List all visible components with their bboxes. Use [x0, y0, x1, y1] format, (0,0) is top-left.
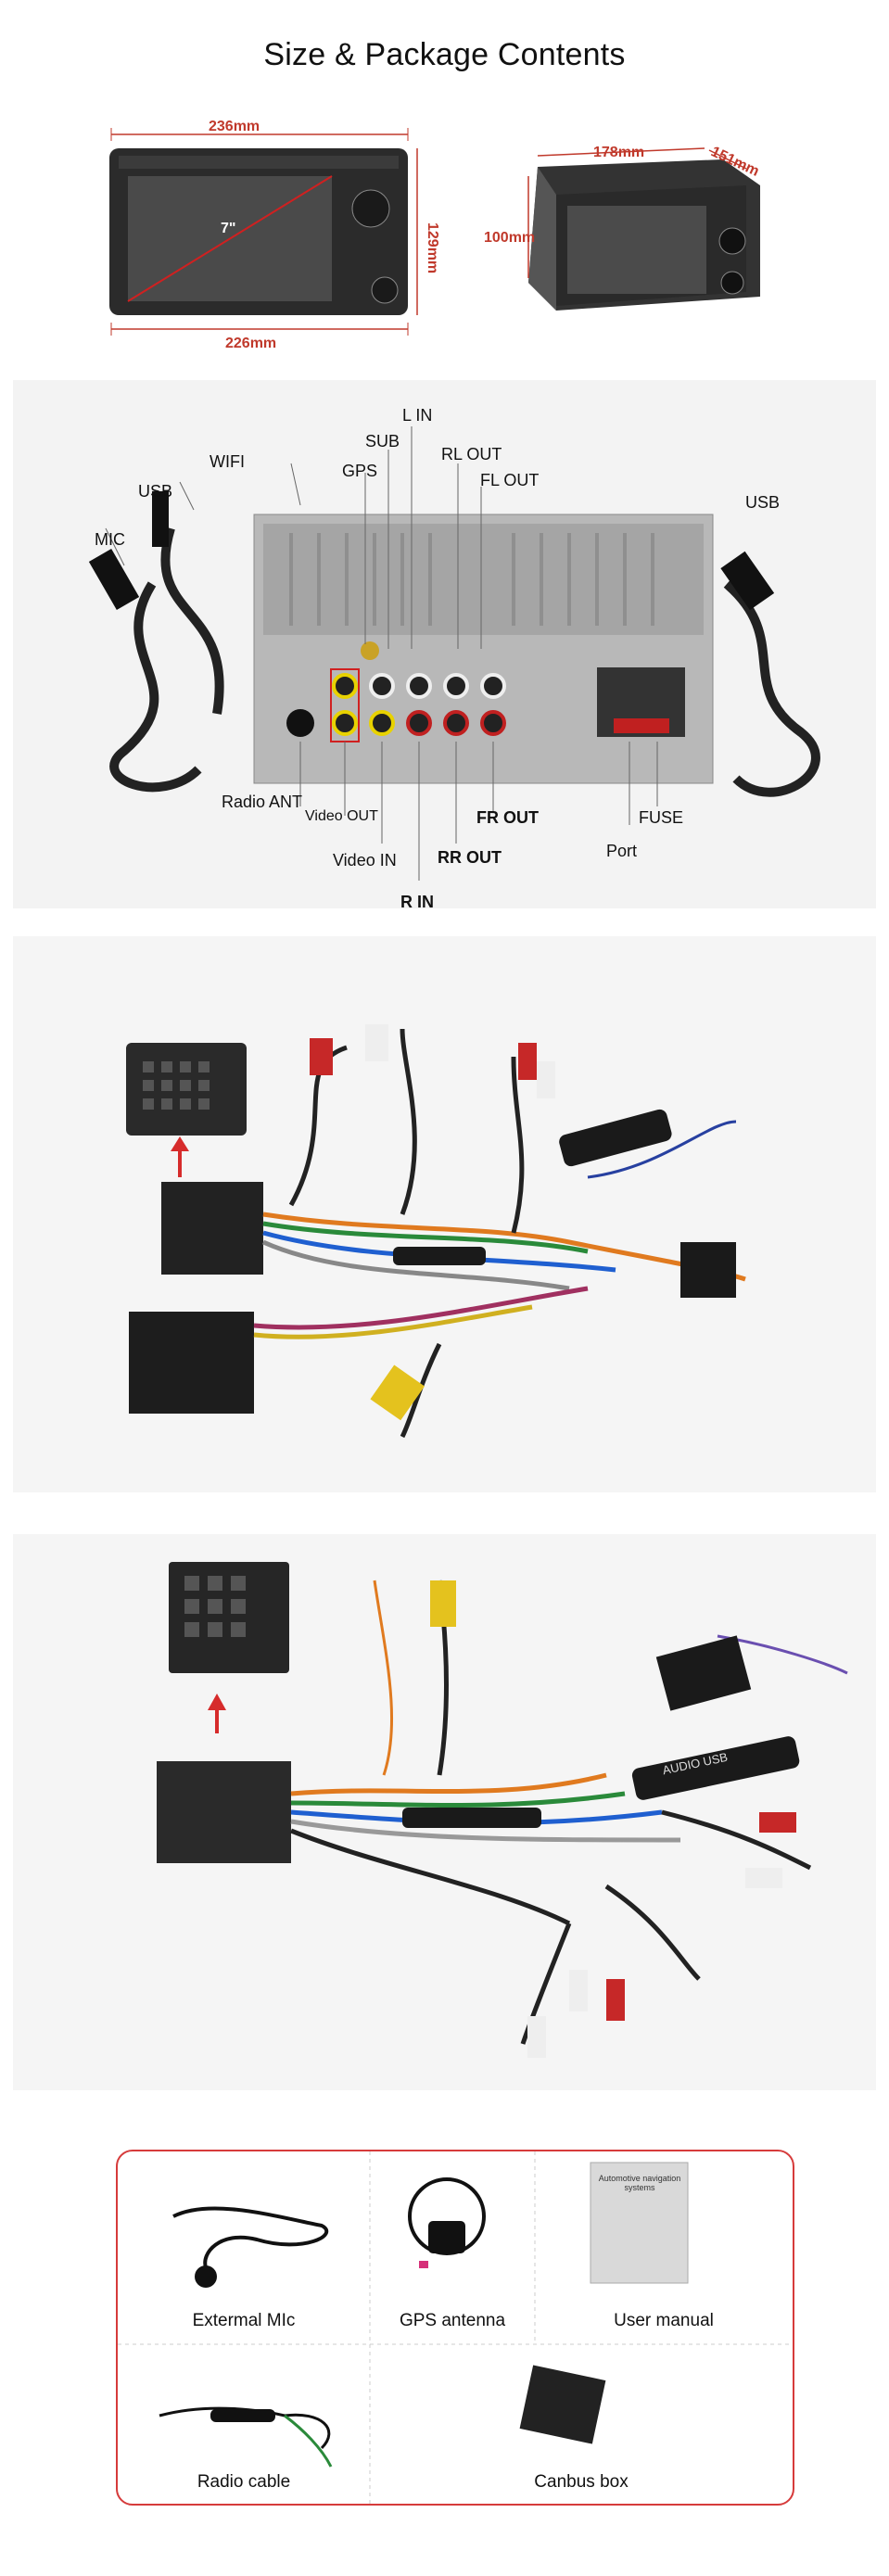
dim-width-top: 236mm — [209, 119, 260, 134]
item-label-gps-antenna: GPS antenna — [399, 2311, 506, 2330]
label-video-in: Video IN — [333, 851, 397, 869]
label-fr-out: FR OUT — [476, 808, 539, 827]
dim-height-right: 129mm — [425, 222, 440, 274]
rear-panel-diagram — [88, 426, 820, 881]
label-gps: GPS — [342, 462, 378, 480]
harness-1-photo — [126, 1024, 746, 1439]
label-radio-ant: Radio ANT — [222, 793, 303, 811]
label-rr-out: RR OUT — [438, 848, 502, 867]
item-label-radio-cable: Radio cable — [197, 2472, 291, 2492]
label-mic: MIC — [95, 530, 125, 549]
harness-panel-1 — [13, 936, 876, 1492]
dim-width-bottom: 226mm — [225, 336, 277, 351]
front-unit-diagram — [109, 128, 760, 336]
label-rl-out: RL OUT — [441, 445, 502, 463]
grid-lines — [118, 2151, 793, 2504]
label-usb-left: USB — [138, 482, 173, 501]
connector-panel: L IN SUB RL OUT GPS FL OUT WIFI USB USB … — [13, 380, 876, 911]
label-wifi: WIFI — [210, 452, 245, 471]
package-contents-box: Automotive navigation systems Extermal M… — [116, 2150, 794, 2506]
manual-cover-title: Automotive navigation systems — [598, 2174, 681, 2192]
label-video-out: Video OUT — [305, 808, 378, 824]
label-usb-right: USB — [745, 493, 781, 512]
item-label-user-manual: User manual — [614, 2311, 714, 2330]
page-title: Size & Package Contents — [263, 37, 626, 72]
dim-screen-size: 7" — [221, 221, 236, 236]
harness-2-photo — [157, 1562, 848, 2058]
dim-depth-width: 178mm — [593, 145, 645, 160]
label-l-in: L IN — [402, 406, 433, 425]
item-label-canbus-box: Canbus box — [534, 2472, 629, 2492]
item-label-external-mic: Extermal MIc — [192, 2311, 296, 2330]
label-fuse: FUSE — [639, 808, 684, 827]
label-sub: SUB — [365, 432, 400, 450]
label-r-in: R IN — [400, 893, 434, 911]
label-port: Port — [606, 842, 638, 860]
dim-height-side: 100mm — [484, 230, 536, 246]
harness-panel-2: AUDIO USB — [13, 1534, 876, 2090]
dimensions-section: 236mm 7" 226mm 129mm 178mm 151mm 100mm — [0, 93, 889, 371]
label-fl-out: FL OUT — [480, 471, 540, 489]
